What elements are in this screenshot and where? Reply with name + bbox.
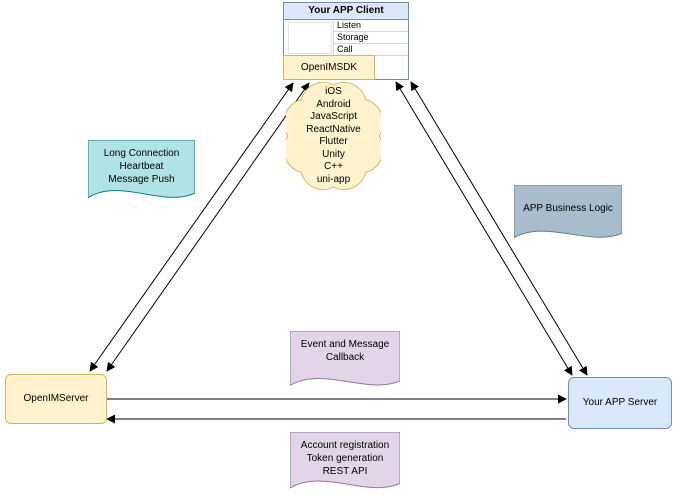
note-line: Message Push [108, 174, 175, 185]
client-inner-box [288, 22, 332, 54]
note-line: Event and Message [300, 339, 390, 350]
note-line: Token generation [306, 453, 384, 464]
platform-flutter: Flutter [319, 136, 348, 147]
document-shape [290, 331, 400, 395]
note-app-business-logic-text: APP Business Logic [514, 202, 622, 215]
client-interface-listen: Listen [334, 20, 408, 32]
edge-openimserver-client-a [89, 82, 294, 372]
client-interface-storage: Storage [334, 32, 408, 44]
platform-reactnative: ReactNative [306, 123, 361, 135]
note-line: Long Connection [103, 148, 180, 159]
platform-uniapp: uni-app [316, 173, 351, 185]
platform-ios: iOS [325, 86, 342, 97]
platform-list: iOS Android JavaScript ReactNative Flutt… [286, 86, 381, 186]
document-shape [514, 185, 622, 247]
app-server-node: Your APP Server [568, 377, 672, 429]
note-app-business-logic: APP Business Logic [514, 185, 622, 247]
platform-cpp: C++ [324, 161, 343, 172]
note-line: REST API [322, 466, 368, 477]
document-shape [290, 432, 400, 498]
note-event-callback-text: Event and Message Callback [290, 338, 400, 364]
note-rest-api-text: Account registration Token generation RE… [290, 439, 400, 478]
app-client-body: Listen Storage Call OpenIMSDK [283, 20, 408, 80]
note-event-callback: Event and Message Callback [290, 331, 400, 395]
openim-server-node: OpenIMServer [5, 374, 107, 424]
note-line: APP Business Logic [523, 203, 613, 214]
note-rest-api: Account registration Token generation RE… [290, 432, 400, 498]
platform-unity: Unity [322, 148, 345, 160]
note-line: Account registration [300, 440, 390, 451]
platform-javascript: JavaScript [310, 111, 357, 122]
platform-android: Android [316, 98, 351, 110]
note-long-connection-text: Long Connection Heartbeat Message Push [88, 147, 195, 186]
app-client-box: Your APP Client Listen Storage Call Open… [283, 2, 409, 80]
note-long-connection: Long Connection Heartbeat Message Push [88, 140, 195, 208]
platforms-cloud: iOS Android JavaScript ReactNative Flutt… [286, 82, 381, 190]
client-interface-list: Listen Storage Call [333, 20, 408, 56]
app-client-title: Your APP Client [284, 3, 408, 20]
note-line: Heartbeat [119, 161, 164, 172]
note-line: Callback [325, 352, 365, 363]
openimsdk-box: OpenIMSDK [283, 55, 375, 80]
edge-openimserver-client-b [106, 82, 310, 372]
